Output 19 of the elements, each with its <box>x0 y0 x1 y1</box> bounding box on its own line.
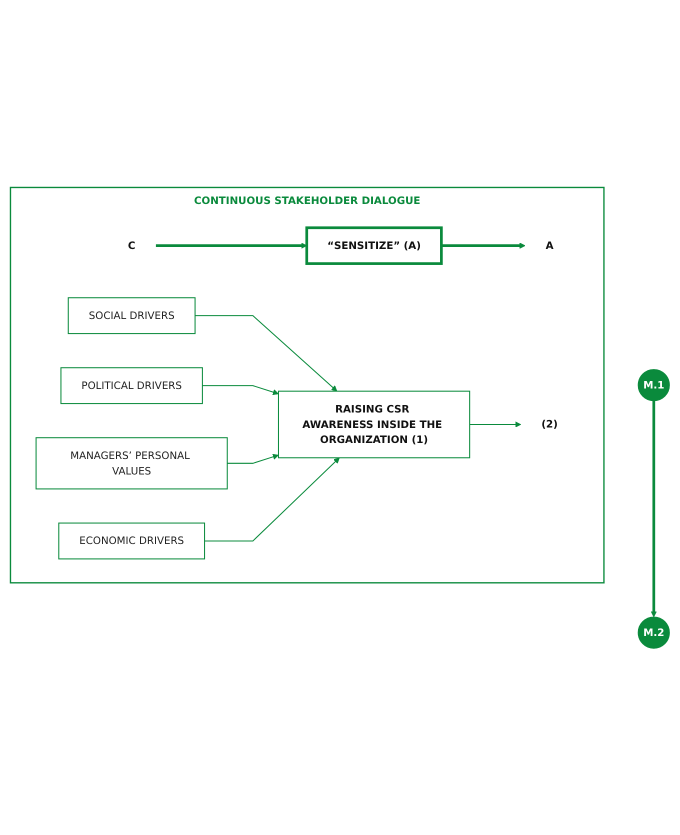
node-circle: M.1 <box>638 368 670 401</box>
node-text: A <box>546 238 554 252</box>
arrow <box>195 314 338 392</box>
arrow <box>156 242 308 248</box>
node-box: RAISING CSR AWARENESS INSIDE THE ORGANIZATION (1) <box>278 390 470 458</box>
node-box: POLITICAL DRIVERS <box>60 366 203 404</box>
node-text: (2) <box>541 418 558 430</box>
arrow <box>227 453 279 464</box>
node-box: ECONOMIC DRIVERS <box>58 522 206 559</box>
arrow <box>470 421 522 428</box>
node-circle: M.2 <box>638 616 670 648</box>
node-box: “SENSITIZE” (A) <box>305 226 443 265</box>
arrow <box>204 457 340 542</box>
node-box: MANAGERS’ PERSONAL VALUES <box>36 436 228 489</box>
arrow <box>650 400 657 617</box>
arrow <box>202 384 279 395</box>
node-text: C <box>128 238 136 252</box>
node-box: SOCIAL DRIVERS <box>68 296 196 334</box>
arrow <box>441 242 526 248</box>
